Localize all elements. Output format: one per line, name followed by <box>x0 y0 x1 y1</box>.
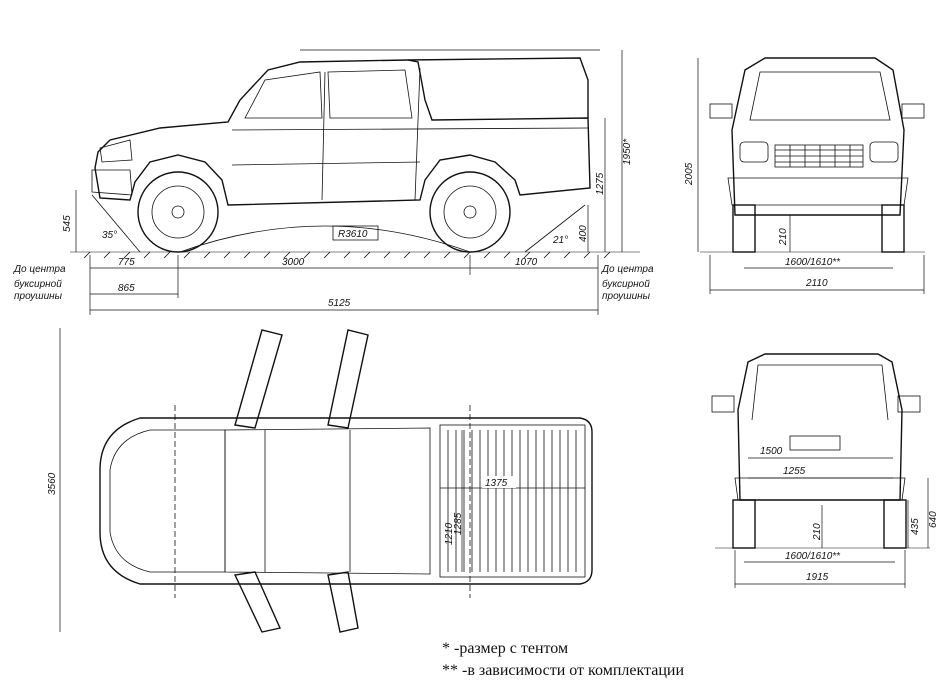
dim-1285-label: 1285 <box>453 512 464 535</box>
dim-1375-label: 1375 <box>485 478 508 489</box>
top-rear-door-open-top <box>327 329 369 429</box>
top-rear-door-open-bottom <box>327 571 359 633</box>
dim-435-label: 435 <box>910 518 921 535</box>
side-view: R3610 35° 21° 545 1950* 1275 400 775 300… <box>13 49 654 315</box>
tow-right-line1: До центра <box>601 264 654 275</box>
dim-rear-track-label: 1600/1610** <box>785 551 841 562</box>
rear-mirror-right <box>897 395 921 413</box>
top-body-outline <box>99 417 593 585</box>
tow-right-line3: проушины <box>602 291 651 302</box>
side-rear-window <box>327 69 413 119</box>
front-headlight-left <box>739 141 769 163</box>
rear-view: 1500 1255 210 435 640 1600/1610** 1915 <box>711 353 939 588</box>
dim-1915-label: 1915 <box>806 572 829 583</box>
side-departure-line <box>524 204 586 253</box>
dim-5125-label: 5125 <box>328 298 351 309</box>
rear-wheel-left <box>732 499 756 549</box>
footnote-config: ** -в зависимости от комплектации <box>442 662 685 679</box>
side-ground-hatch <box>83 251 611 259</box>
front-mirror-right <box>901 103 925 119</box>
front-view: 2005 210 1600/1610** 2110 <box>684 57 925 294</box>
dim-400-label: 400 <box>578 225 589 242</box>
dim-865-label: 865 <box>118 283 135 294</box>
front-wheel-right <box>881 204 905 253</box>
side-front-window <box>244 71 323 119</box>
dim-1070-label: 1070 <box>515 257 538 268</box>
side-breakover-arc <box>179 225 471 253</box>
top-cab <box>224 427 431 575</box>
top-front-door-open-bottom <box>233 571 281 633</box>
side-rear-wheel <box>429 171 511 253</box>
dim-2110-label: 2110 <box>805 278 828 289</box>
dim-1275-label: 1275 <box>595 172 606 195</box>
side-tent <box>407 57 589 118</box>
front-grille-mesh <box>775 145 863 167</box>
side-body-outline <box>94 59 591 206</box>
front-headlight-right <box>869 141 899 163</box>
tow-right-line2: буксирной <box>602 278 650 290</box>
rear-body-outline <box>737 353 903 501</box>
dim-1255-label: 1255 <box>783 466 806 477</box>
dim-front-210-label: 210 <box>778 228 789 246</box>
top-cargo-bed <box>439 424 586 578</box>
side-front-wheel <box>137 171 219 253</box>
rear-tent <box>751 364 889 421</box>
side-angle-front-label: 35° <box>102 230 117 241</box>
top-front-door-open-top <box>234 329 283 429</box>
front-wheel-left <box>732 204 756 253</box>
footnote-tent: * -размер с тентом <box>442 640 569 657</box>
dim-1210-label: 1210 <box>444 522 455 545</box>
dim-2005-label: 2005 <box>684 162 695 186</box>
rear-plate <box>789 435 841 451</box>
side-radius-box <box>332 225 379 241</box>
tow-left-line3: проушины <box>14 291 63 302</box>
top-hood <box>109 429 226 573</box>
front-windshield <box>749 71 891 121</box>
dim-1500-label: 1500 <box>760 446 783 457</box>
side-belt-line <box>231 127 589 131</box>
front-bumper <box>727 177 909 206</box>
front-mirror-left <box>709 103 733 119</box>
dim-3000-label: 3000 <box>282 257 305 268</box>
side-body-crease <box>231 161 421 166</box>
side-radius-label: R3610 <box>338 229 368 240</box>
side-front-bumper <box>91 169 133 196</box>
dim-775-label: 775 <box>118 257 135 268</box>
rear-mirror-left <box>711 395 735 413</box>
side-headlight <box>99 139 133 163</box>
dim-545-label: 545 <box>62 215 73 232</box>
side-door-split <box>321 71 326 201</box>
rear-bumper <box>734 477 906 501</box>
side-approach-line <box>91 194 141 253</box>
dim-640-label: 640 <box>928 511 939 528</box>
side-angle-rear-label: 21° <box>552 235 568 246</box>
rear-wheel-right <box>883 499 907 549</box>
dim-3560-label: 3560 <box>47 472 58 495</box>
front-body-outline <box>731 57 905 216</box>
dim-1375-bg <box>482 476 516 488</box>
top-cargo-slats <box>447 430 577 572</box>
dim-front-track-label: 1600/1610** <box>785 257 841 268</box>
tow-left-line2: буксирной <box>14 278 62 290</box>
dim-1950-label: 1950* <box>622 138 633 165</box>
side-cab-rear <box>414 67 421 201</box>
top-view: 3560 1375 1285 1210 <box>47 328 593 633</box>
tow-left-line1: До центра <box>13 264 66 275</box>
dim-rear-210-label: 210 <box>812 523 823 541</box>
